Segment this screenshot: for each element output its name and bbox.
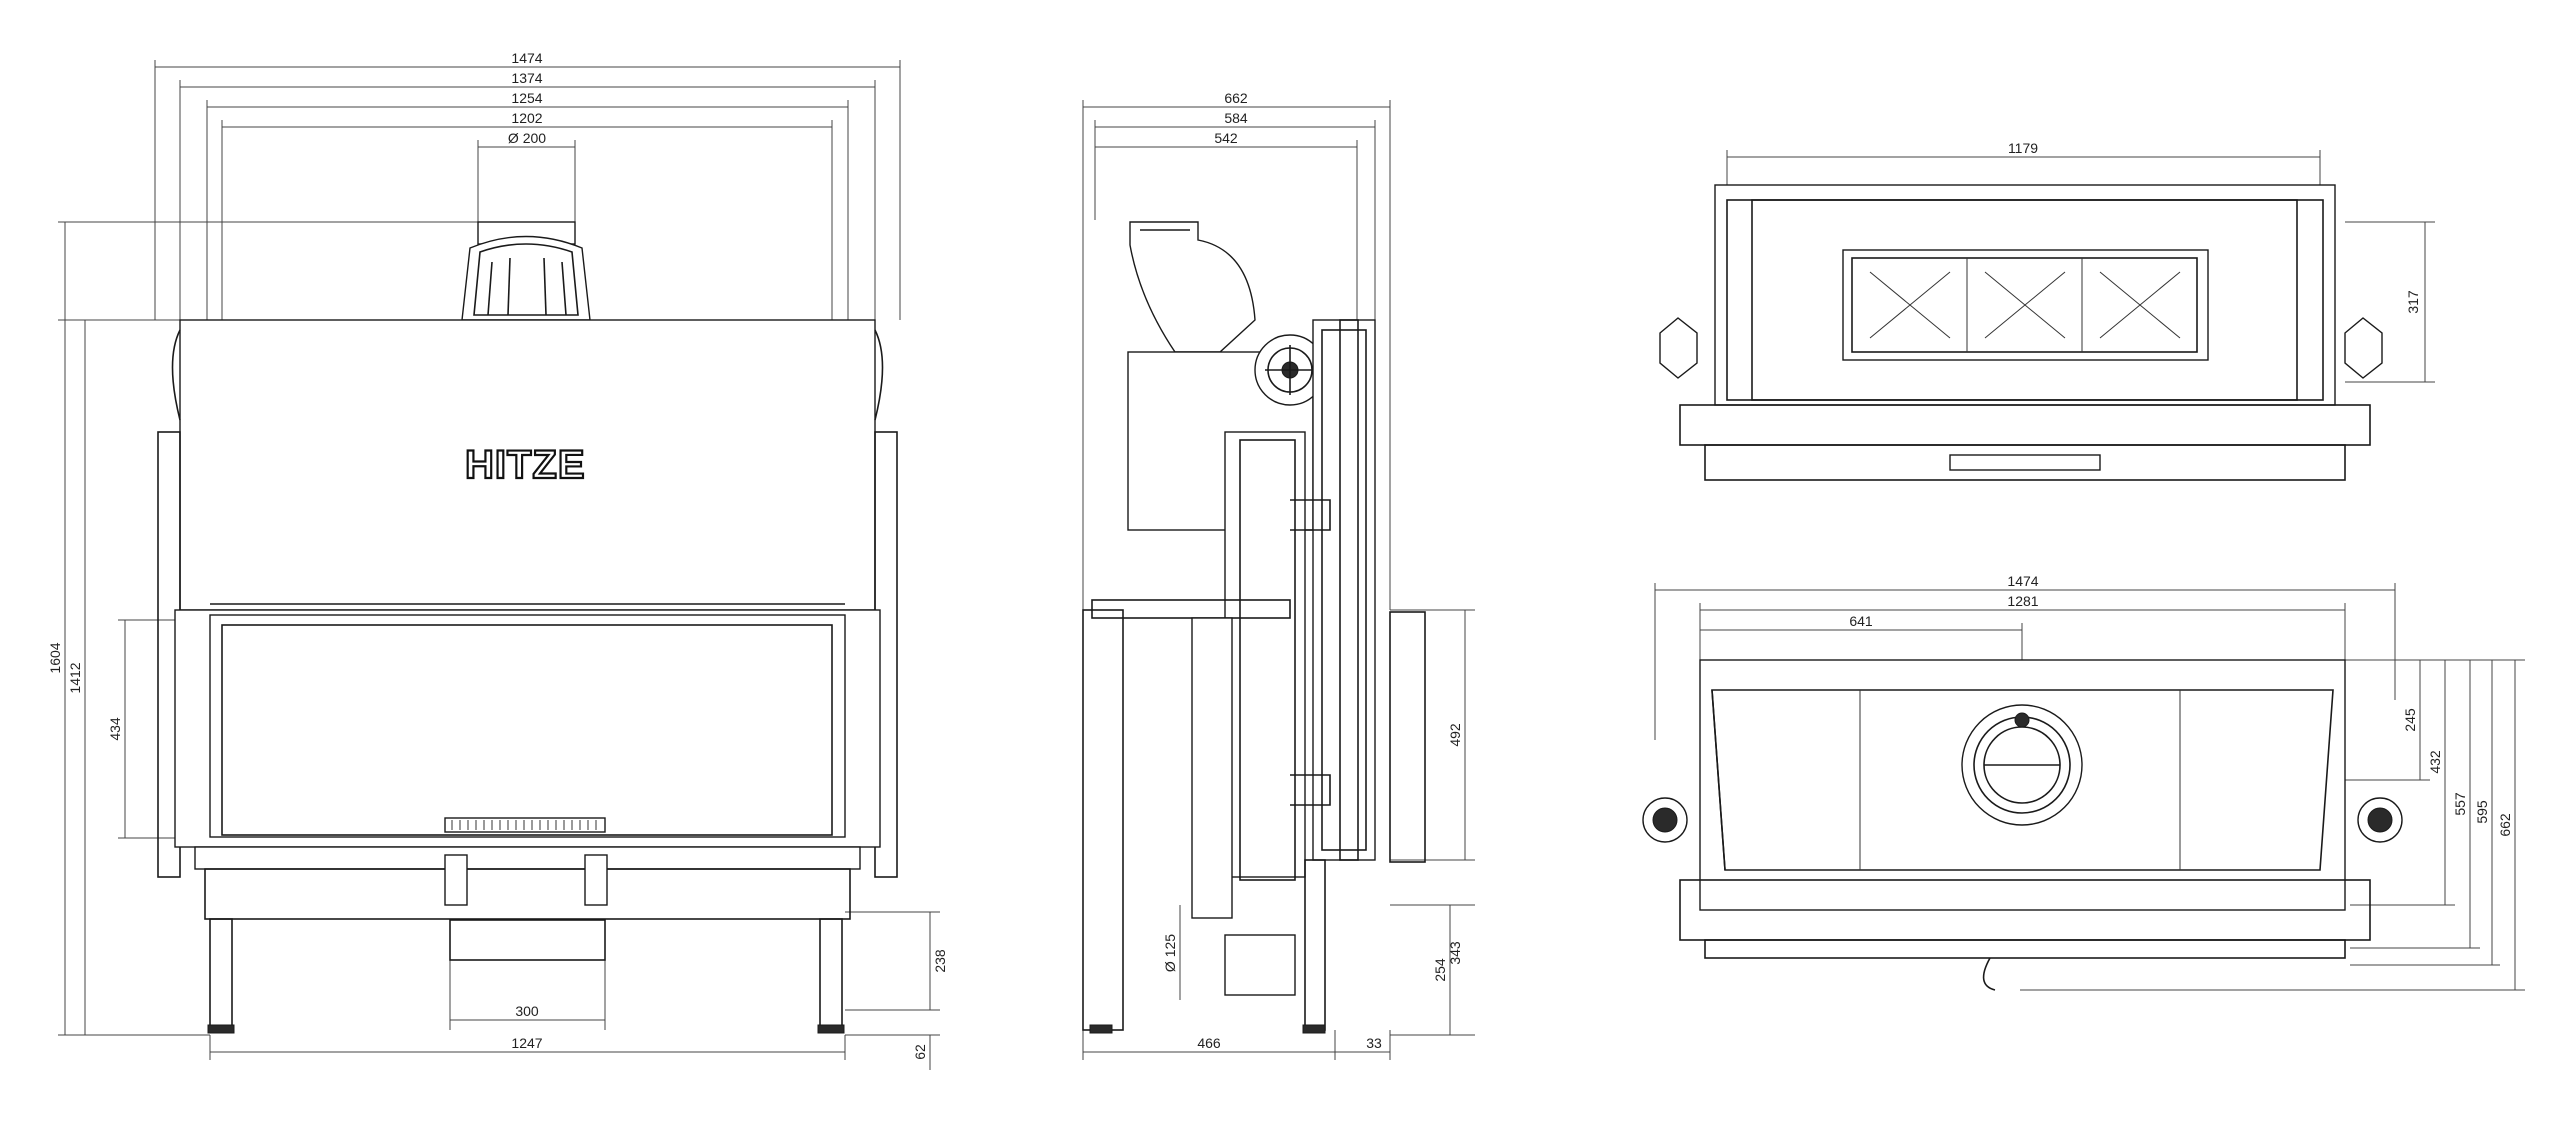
front-height-434: 434 <box>107 717 123 741</box>
bottom-width-641: 641 <box>1849 613 1873 629</box>
top-height-317: 317 <box>2405 290 2421 314</box>
bottom-width-1281: 1281 <box>2007 593 2038 609</box>
side-view: 662 584 542 492 343 254 Ø 125 466 33 <box>1082 90 1475 1060</box>
brand-logo: HITZE <box>465 443 586 487</box>
front-width-1202: 1202 <box>511 110 542 126</box>
bottom-depth-432: 432 <box>2427 750 2443 774</box>
front-width-1254: 1254 <box>511 90 542 106</box>
flue-diameter: Ø 200 <box>508 130 546 146</box>
side-height-492: 492 <box>1447 723 1463 747</box>
side-width-584: 584 <box>1224 110 1248 126</box>
front-height-1604: 1604 <box>47 642 63 673</box>
bottom-depth-662: 662 <box>2497 813 2513 837</box>
side-height-254: 254 <box>1432 958 1448 982</box>
side-bottom-466: 466 <box>1197 1035 1221 1051</box>
top-width-1179: 1179 <box>2008 140 2038 156</box>
bottom-depth-557: 557 <box>2452 792 2468 816</box>
front-width-1474: 1474 <box>511 50 542 66</box>
bottom-width-1474: 1474 <box>2007 573 2038 589</box>
side-width-662: 662 <box>1224 90 1248 106</box>
front-right-238: 238 <box>932 949 948 973</box>
top-view: 1179 317 <box>1659 140 2435 481</box>
intake-diameter: Ø 125 <box>1162 934 1178 972</box>
front-view: HITZE 1474 1374 1254 1202 Ø 200 1604 141… <box>47 50 948 1070</box>
front-bottom-1247: 1247 <box>511 1035 542 1051</box>
side-width-542: 542 <box>1214 130 1238 146</box>
front-width-1374: 1374 <box>511 70 542 86</box>
side-height-343: 343 <box>1447 941 1463 965</box>
front-right-62: 62 <box>912 1044 928 1060</box>
bottom-depth-595: 595 <box>2474 800 2490 824</box>
front-height-1412: 1412 <box>67 662 83 693</box>
bottom-depth-245: 245 <box>2402 708 2418 732</box>
front-bottom-300: 300 <box>515 1003 539 1019</box>
side-bottom-33: 33 <box>1366 1035 1382 1051</box>
bottom-view: 1474 1281 641 245 432 557 595 662 <box>1642 573 2525 991</box>
